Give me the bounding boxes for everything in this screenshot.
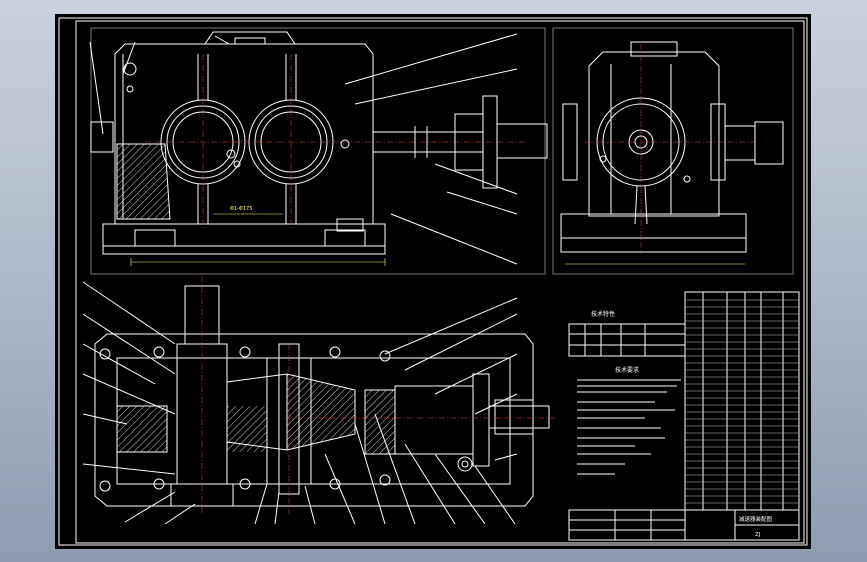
front-view: Φ1-Φ175 (89, 27, 548, 275)
tech-spec-table: 技术特性 (568, 310, 686, 357)
drawing-sheet: Φ1-Φ175 (55, 14, 811, 549)
tech-notes: 技术要求 (577, 366, 681, 475)
tech-notes-title: 技术要求 (615, 366, 639, 374)
side-view (552, 27, 794, 275)
drawing-number: ZJ (755, 532, 761, 538)
drawing-title: 减速器装配图 (739, 515, 773, 523)
parts-list (684, 291, 800, 511)
title-block: 减速器装配图 ZJ (568, 509, 800, 541)
front-dimension-label: Φ1-Φ175 (230, 206, 252, 212)
inner-frame (75, 20, 805, 544)
section-view (82, 276, 555, 525)
tech-table-title: 技术特性 (591, 310, 615, 318)
outer-frame (58, 17, 808, 546)
